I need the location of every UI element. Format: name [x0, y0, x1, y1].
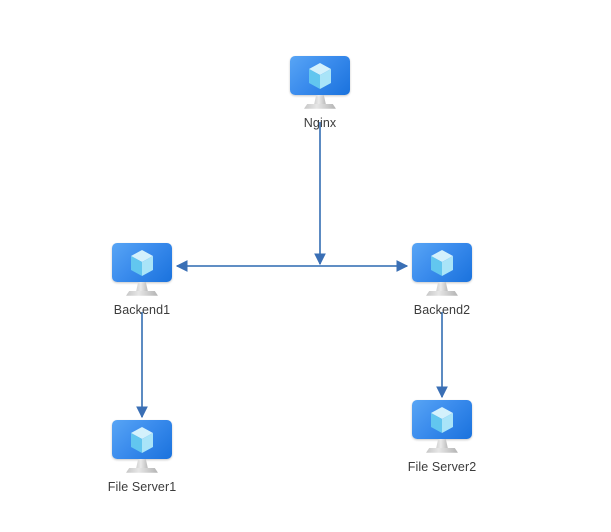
monitor-server-icon: [275, 56, 365, 112]
monitor-screen: [112, 420, 172, 459]
cube-icon: [309, 62, 331, 89]
monitor-neck: [136, 459, 148, 469]
monitor-screen: [412, 243, 472, 282]
monitor-neck: [436, 282, 448, 292]
node-fileserver1[interactable]: File Server1: [97, 420, 187, 494]
node-label-fileserver2: File Server2: [407, 460, 477, 474]
monitor-server-icon: [97, 243, 187, 299]
monitor-screen: [412, 400, 472, 439]
node-backend1[interactable]: Backend1: [97, 243, 187, 317]
node-label-backend2: Backend2: [413, 303, 471, 317]
monitor-neck: [136, 282, 148, 292]
monitor-server-icon: [397, 400, 487, 456]
monitor-screen: [290, 56, 350, 95]
monitor-server-icon: [397, 243, 487, 299]
monitor-neck: [314, 95, 326, 105]
cube-icon: [131, 249, 153, 276]
monitor-base: [304, 104, 336, 109]
monitor-base: [126, 291, 158, 296]
monitor-base: [126, 468, 158, 473]
cube-icon: [431, 249, 453, 276]
monitor-screen: [112, 243, 172, 282]
node-nginx[interactable]: Nginx: [275, 56, 365, 130]
node-label-fileserver1: File Server1: [107, 480, 177, 494]
monitor-neck: [436, 439, 448, 449]
node-label-nginx: Nginx: [303, 116, 337, 130]
monitor-server-icon: [97, 420, 187, 476]
cube-icon: [131, 426, 153, 453]
monitor-base: [426, 291, 458, 296]
node-label-backend1: Backend1: [113, 303, 171, 317]
monitor-base: [426, 448, 458, 453]
node-fileserver2[interactable]: File Server2: [397, 400, 487, 474]
cube-icon: [431, 406, 453, 433]
node-backend2[interactable]: Backend2: [397, 243, 487, 317]
